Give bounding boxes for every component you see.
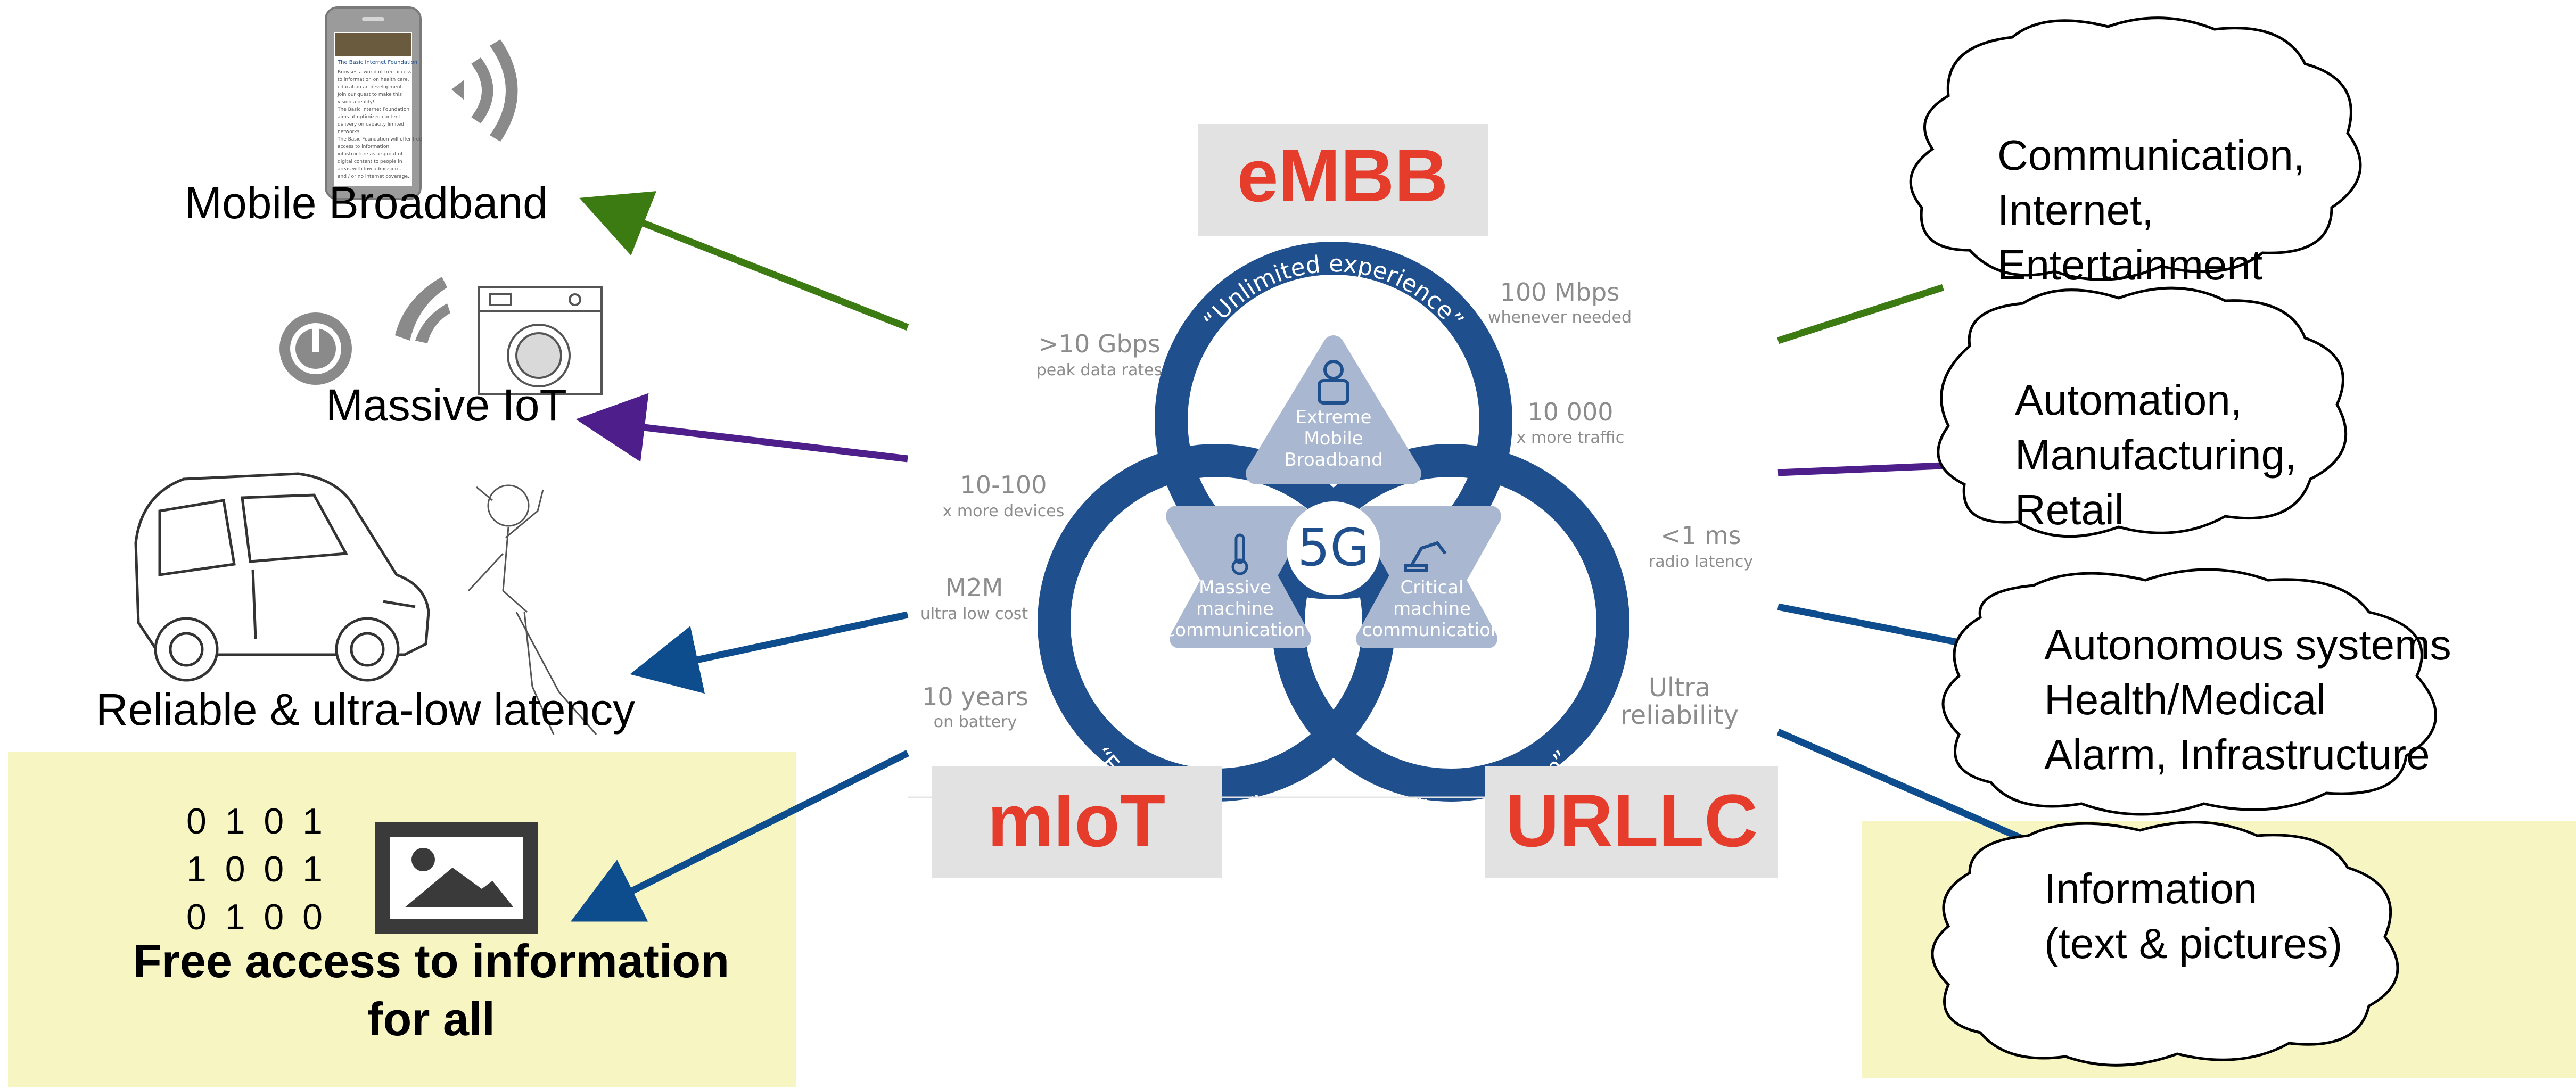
reliable-latency-label: Reliable & ultra-low latency (96, 684, 635, 735)
stat-m2m-caption: ultra low cost (920, 605, 1028, 623)
cloud-4 (1931, 821, 2399, 1067)
binary-code: 0 1 0 1 1 0 0 1 0 1 0 0 (186, 801, 327, 937)
cloud-1 (1909, 16, 2362, 281)
smartphone-icon: The Basic Internet Foundation Browses a … (325, 6, 422, 200)
cloud-4-text: Information (text & pictures) (2044, 865, 2343, 967)
embb-band (1198, 124, 1488, 236)
arrow-massive-iot (575, 393, 908, 463)
arrow-reliable-latency (630, 611, 909, 694)
phone-screen-text: Browses a world of free access to informa… (337, 70, 422, 179)
stat-peak-value: >10 Gbps (1038, 329, 1161, 358)
triangle-miot-fill (1170, 517, 1311, 648)
stat-traffic-caption: x more traffic (1517, 428, 1625, 447)
phone-screen-line: and / or no internet coverage. (338, 174, 409, 179)
embb-label: eMBB (1237, 134, 1449, 217)
thermometer-icon (1231, 533, 1248, 575)
stat-mbps-value: 100 Mbps (1500, 278, 1619, 307)
cloud-1-text: Communication, Internet, Entertainment (1997, 131, 2306, 288)
stat-latency-caption: radio latency (1649, 552, 1753, 571)
phone-screen-line: education an development. (338, 85, 404, 90)
stat-ultra-line-2: reliability (1620, 700, 1739, 730)
tri-left-line-3: communication (1165, 620, 1305, 641)
wireless-signal-icon (451, 39, 518, 142)
washing-machine-icon (478, 286, 603, 395)
stat-peak-caption: peak data rates (1036, 361, 1162, 380)
free-access-line-1: Free access to information (133, 935, 729, 987)
tri-right-line-1: Critical (1401, 577, 1464, 598)
car-sketch-icon (134, 472, 430, 682)
stat-battery-value: 10 years (922, 682, 1028, 711)
stat-devices-caption: x more devices (943, 502, 1065, 521)
tri-top-line-2: Mobile (1304, 428, 1363, 449)
person-icon (1318, 360, 1349, 405)
binary-line-1: 0 1 0 1 (186, 801, 327, 842)
phone-screen-line: areas with low admission - (338, 167, 401, 172)
cloud-3-text: Autonomous systems Health/Medical Alarm,… (2044, 621, 2451, 778)
arrow-mobile-broadband (579, 191, 909, 331)
phone-screen-line: vision a reality! (338, 100, 374, 105)
massive-iot-label: Massive IoT (326, 380, 567, 430)
tri-left-line-1: Massive (1199, 577, 1271, 598)
phone-screen-line: digital content to people in (338, 159, 402, 164)
robot-arm-icon (1404, 541, 1447, 572)
tri-top-line-1: Extreme (1295, 407, 1371, 428)
stat-devices-value: 10-100 (960, 471, 1047, 499)
phone-screen-line: networks. (338, 129, 361, 135)
phone-screen-line: to information on health care, (338, 77, 409, 82)
urllc-label: URLLC (1505, 779, 1758, 862)
phone-screen-line: The Basic Internet Foundation (337, 107, 409, 112)
phone-screen-line: Join our quest to make this (337, 92, 402, 97)
urllc-band (1485, 766, 1778, 878)
stat-ultra-line-1: Ultra (1649, 673, 1710, 703)
stat-traffic-value: 10 000 (1528, 398, 1614, 426)
cloud-2 (1937, 286, 2348, 538)
miot-band (932, 766, 1222, 878)
5g-core-label: 5G (1297, 518, 1369, 578)
phone-screen-line: access to information (338, 144, 389, 150)
connector-cloud-3 (1777, 603, 1968, 648)
arc-top-label: “Unlimited experience” (1198, 250, 1469, 334)
tri-left-line-2: machine (1196, 598, 1274, 620)
stat-m2m-value: M2M (945, 573, 1003, 602)
binary-line-3: 0 1 0 0 (186, 897, 327, 937)
iot-signal-icon (395, 277, 450, 343)
mobile-broadband-label: Mobile Broadband (185, 178, 548, 228)
cloud-3 (1941, 568, 2437, 816)
5g-core-circle (1287, 501, 1380, 595)
triangle-urllc-fill (1356, 517, 1497, 648)
stat-mbps-caption: whenever needed (1488, 308, 1632, 327)
phone-screen-line: delivery on capacity limited (338, 122, 404, 127)
phone-screen-line: aims at optimized content (338, 114, 401, 120)
tri-right-line-2: machine (1393, 598, 1471, 620)
stat-battery-caption: on battery (934, 713, 1017, 731)
picture-icon (375, 822, 538, 934)
free-access-line-2: for all (367, 993, 495, 1045)
cloud-2-text: Automation, Manufacturing, Retail (2015, 376, 2297, 533)
phone-screen-line: infostructure as a sprout of (338, 152, 403, 157)
gauge-icon (279, 312, 352, 385)
tri-right-line-3: communication (1362, 620, 1502, 641)
binary-line-2: 1 0 0 1 (186, 849, 327, 889)
phone-screen-title: The Basic Internet Foundation (337, 60, 417, 65)
miot-label: mIoT (987, 779, 1165, 862)
arrow-free-access (570, 750, 909, 922)
connector-cloud-4 (1776, 729, 2054, 855)
stat-latency-value: <1 ms (1660, 521, 1741, 550)
connector-cloud-1 (1777, 284, 1944, 344)
tri-top-line-3: Broadband (1284, 449, 1382, 471)
phone-screen-line: The Basic Foundation will offer free (337, 137, 422, 142)
person-sketch-icon (467, 484, 597, 735)
phone-screen-line: Browses a world of free access (338, 70, 411, 75)
